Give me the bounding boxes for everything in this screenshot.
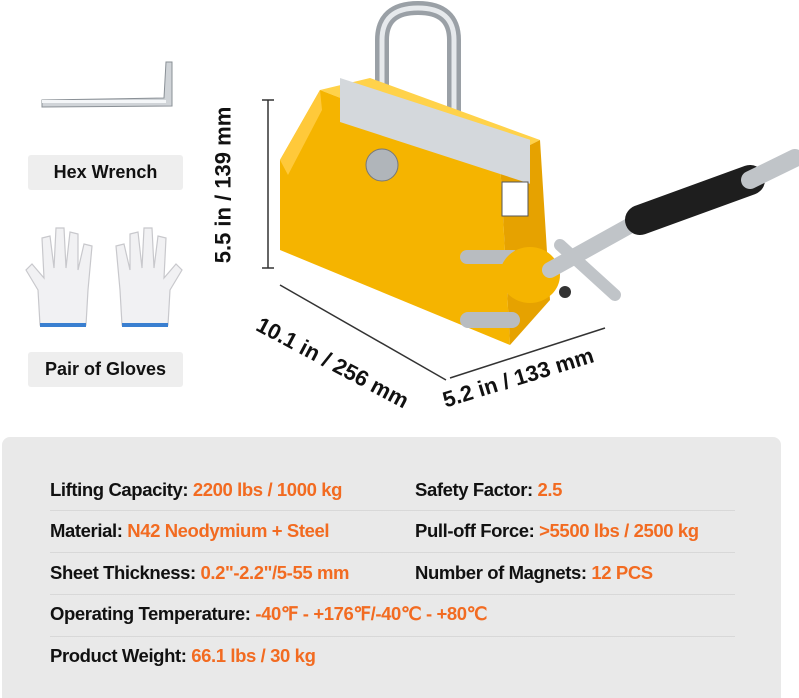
spec-sheet-thickness: Sheet Thickness: 0.2"-2.2"/5-55 mm	[50, 562, 350, 583]
spec-number-of-magnets: Number of Magnets: 12 PCS	[415, 562, 653, 583]
spec-product-weight: Product Weight: 66.1 lbs / 30 kg	[50, 645, 316, 666]
hex-wrench-icon	[41, 61, 173, 108]
hex-wrench-label: Hex Wrench	[28, 155, 183, 190]
divider	[50, 510, 735, 512]
divider	[50, 594, 735, 596]
spec-safety-factor: Safety Factor: 2.5	[415, 479, 563, 500]
spec-material: Material: N42 Neodymium + Steel	[50, 520, 330, 541]
spec-pull-off-force: Pull-off Force: >5500 lbs / 2500 kg	[415, 520, 699, 541]
gloves-label: Pair of Gloves	[28, 352, 183, 387]
divider	[50, 636, 735, 638]
divider	[50, 552, 735, 554]
specs-panel	[2, 437, 781, 698]
spec-lifting-capacity: Lifting Capacity: 2200 lbs / 1000 kg	[50, 479, 343, 500]
spec-operating-temperature: Operating Temperature: -40℉ - +176℉/-40℃…	[50, 603, 488, 624]
lifting-magnet-image	[262, 0, 799, 381]
gloves-icon	[25, 227, 183, 327]
height-dimension-label: 5.5 in / 139 mm	[210, 106, 236, 264]
